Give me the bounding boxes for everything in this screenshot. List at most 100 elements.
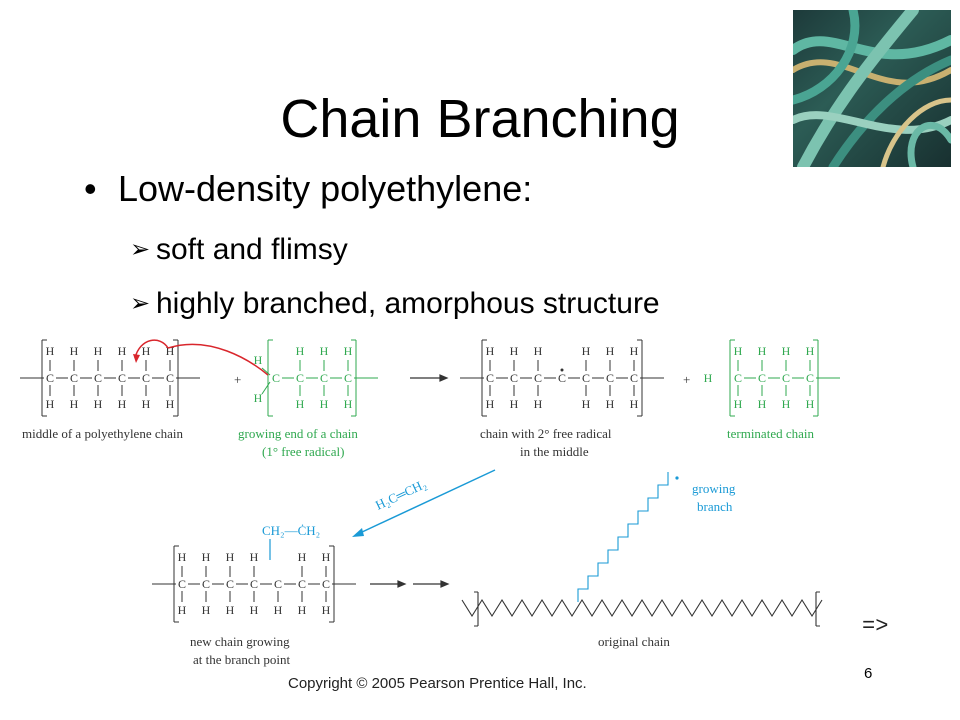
svg-text:H: H	[118, 344, 127, 358]
svg-text:C: C	[734, 371, 742, 385]
svg-text:H: H	[250, 550, 259, 564]
original-chain-zigzag	[461, 598, 823, 618]
caption-new-chain: new chain growing	[190, 634, 290, 649]
svg-text:C: C	[178, 577, 186, 591]
svg-text:C: C	[118, 371, 126, 385]
svg-text:C: C	[486, 371, 494, 385]
subbullet-item: ➢highly branched, amorphous structure	[130, 287, 660, 321]
svg-text:+: +	[683, 372, 690, 387]
svg-text:C: C	[202, 577, 210, 591]
caption-growing-branch-sub: branch	[697, 499, 733, 514]
svg-text:C: C	[806, 371, 814, 385]
svg-text:H: H	[344, 344, 353, 358]
svg-text:H: H	[322, 550, 331, 564]
svg-text:H: H	[704, 371, 713, 385]
svg-text:C: C	[142, 371, 150, 385]
svg-text:H: H	[226, 603, 235, 617]
svg-text:H: H	[254, 353, 263, 367]
slide-title: Chain Branching	[280, 89, 680, 149]
svg-text:H: H	[806, 344, 815, 358]
svg-text:H: H	[298, 603, 307, 617]
curved-arrow-icon	[167, 343, 269, 376]
copyright-notice: Copyright © 2005 Pearson Prentice Hall, …	[288, 675, 587, 692]
svg-text:H: H	[202, 603, 211, 617]
caption-original-chain: original chain	[598, 634, 670, 649]
svg-text:H: H	[250, 603, 259, 617]
svg-text:H: H	[94, 397, 103, 411]
svg-text:C: C	[70, 371, 78, 385]
svg-text:H: H	[296, 344, 305, 358]
svg-text:H: H	[782, 344, 791, 358]
svg-text:C: C	[782, 371, 790, 385]
svg-text:H: H	[320, 344, 329, 358]
svg-text:H: H	[606, 397, 615, 411]
svg-text:C: C	[758, 371, 766, 385]
svg-text:C: C	[226, 577, 234, 591]
caption-growing-end: growing end of a chain	[238, 426, 358, 441]
svg-text:H: H	[298, 550, 307, 564]
svg-text:C: C	[582, 371, 590, 385]
svg-text:H: H	[70, 397, 79, 411]
svg-text:H: H	[322, 603, 331, 617]
svg-text:H: H	[166, 344, 175, 358]
caption-growing-branch: growing	[692, 481, 736, 496]
svg-text:H: H	[758, 344, 767, 358]
page-number: 6	[864, 665, 873, 682]
svg-text:H: H	[344, 397, 353, 411]
caption-growing-end-sub: (1° free radical)	[262, 444, 344, 459]
svg-text:H: H	[782, 397, 791, 411]
svg-text:H: H	[534, 344, 543, 358]
branch-group-label: CH₂—ĊH₂	[262, 523, 320, 538]
subbullet-text: soft and flimsy	[156, 233, 348, 266]
svg-text:C: C	[250, 577, 258, 591]
svg-text:H: H	[734, 344, 743, 358]
monomer-label: H₂C═CH₂	[373, 476, 429, 513]
svg-text:H: H	[630, 344, 639, 358]
svg-text:H: H	[486, 397, 495, 411]
svg-text:C: C	[558, 371, 566, 385]
svg-text:H: H	[606, 344, 615, 358]
svg-text:C: C	[630, 371, 638, 385]
svg-text:H: H	[582, 397, 591, 411]
subbullet-item: ➢soft and flimsy	[130, 233, 348, 267]
fiber-photo	[793, 10, 951, 167]
svg-text:H: H	[142, 344, 151, 358]
caption-middle-chain: middle of a polyethylene chain	[22, 426, 184, 441]
svg-text:H: H	[510, 344, 519, 358]
bullet-text: Low-density polyethylene:	[118, 168, 533, 209]
svg-text:H: H	[254, 391, 263, 405]
caption-new-chain-sub: at the branch point	[193, 652, 290, 667]
svg-text:H: H	[46, 344, 55, 358]
svg-text:H: H	[806, 397, 815, 411]
next-slide-marker[interactable]: =>	[862, 614, 889, 639]
bullet-item: • Low-density polyethylene:	[84, 168, 532, 210]
arrowhead-bullet-icon: ➢	[130, 290, 151, 317]
bullet-dot-icon: •	[84, 168, 97, 209]
svg-text:C: C	[510, 371, 518, 385]
caption-radical-middle-sub: in the middle	[520, 444, 589, 459]
svg-text:H: H	[582, 344, 591, 358]
svg-text:+: +	[234, 372, 241, 387]
svg-text:H: H	[274, 603, 283, 617]
svg-text:H: H	[758, 397, 767, 411]
svg-text:H: H	[46, 397, 55, 411]
svg-text:C: C	[94, 371, 102, 385]
svg-text:H: H	[510, 397, 519, 411]
svg-text:C: C	[344, 371, 352, 385]
svg-text:H: H	[70, 344, 79, 358]
svg-text:H: H	[486, 344, 495, 358]
curved-arrow-icon	[134, 339, 169, 359]
svg-text:C: C	[606, 371, 614, 385]
svg-text:C: C	[296, 371, 304, 385]
svg-text:H: H	[202, 550, 211, 564]
svg-text:H: H	[118, 397, 127, 411]
svg-text:H: H	[166, 397, 175, 411]
svg-text:C: C	[322, 577, 330, 591]
svg-text:C: C	[166, 371, 174, 385]
svg-text:C: C	[298, 577, 306, 591]
svg-text:C: C	[46, 371, 54, 385]
caption-terminated: terminated chain	[727, 426, 814, 441]
svg-text:H: H	[630, 397, 639, 411]
